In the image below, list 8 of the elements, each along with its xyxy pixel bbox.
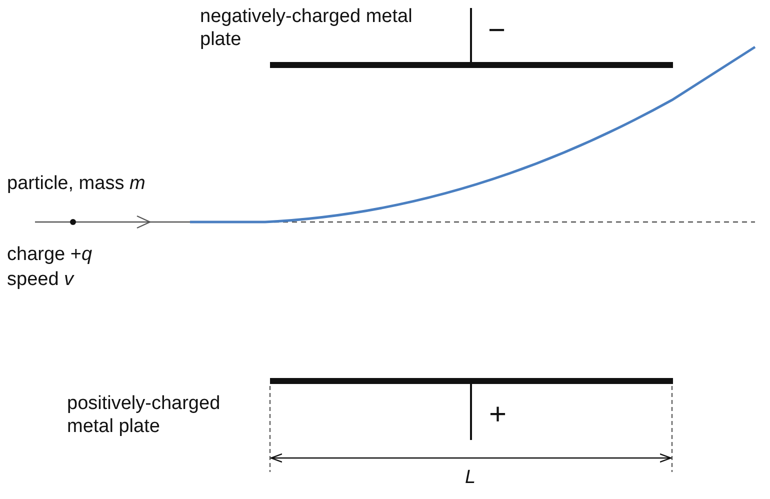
- plate-label: negatively-charged metal plate: [200, 5, 414, 51]
- particle-label: speed v: [7, 268, 74, 291]
- sign-label: +: [489, 398, 507, 432]
- plate-label: positively-charged metal plate: [67, 392, 222, 438]
- particle-label: particle, mass m: [7, 172, 146, 195]
- particle-label: charge +q: [7, 243, 92, 266]
- sign-label: −: [488, 14, 506, 48]
- dimension-label: L: [465, 466, 476, 489]
